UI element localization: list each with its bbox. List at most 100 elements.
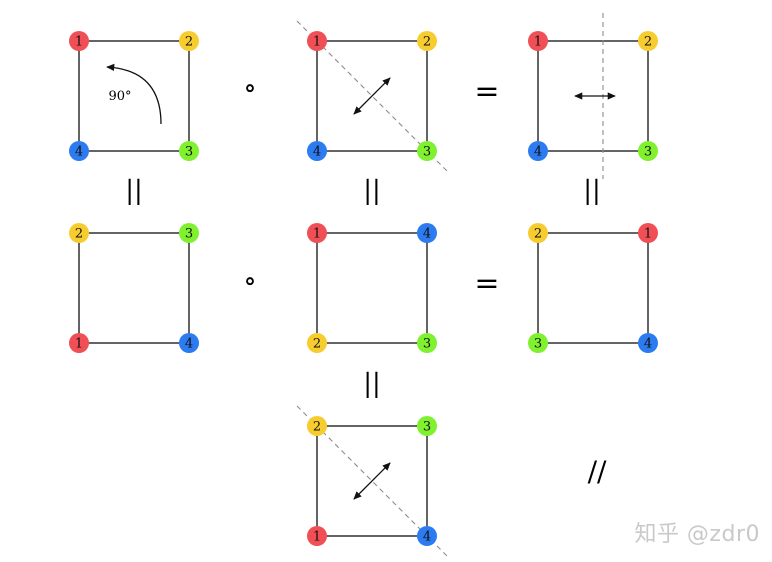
vertex-br: 4 <box>179 333 199 353</box>
vertex-number: 2 <box>644 35 652 50</box>
vertex-dot-green <box>417 141 437 161</box>
vertex-dot-blue <box>179 333 199 353</box>
vertex-tr: 3 <box>179 223 199 243</box>
compose-operator-row2: ∘ <box>243 264 257 297</box>
vertex-tl: 1 <box>307 223 327 243</box>
vertex-dot-blue <box>638 333 658 353</box>
vertex-number: 3 <box>423 337 431 352</box>
vertex-number: 2 <box>75 227 83 242</box>
vertex-tr: 2 <box>179 31 199 51</box>
vertex-bl: 1 <box>307 526 327 546</box>
sq-1: 90° 1 2 4 3 <box>69 31 199 161</box>
vertex-dot-yellow <box>528 223 548 243</box>
vertex-dot-red <box>307 526 327 546</box>
vertex-dot-yellow <box>417 31 437 51</box>
vertex-dot-blue <box>69 141 89 161</box>
vertex-dot-yellow <box>307 333 327 353</box>
vertex-bl: 4 <box>307 141 327 161</box>
vertex-number: 3 <box>185 227 193 242</box>
vertex-number: 1 <box>313 35 321 50</box>
rotation-angle-label: 90° <box>108 89 131 104</box>
vertex-tl: 2 <box>69 223 89 243</box>
compose-operator-row1: ∘ <box>243 71 257 104</box>
vertex-bl: 4 <box>69 141 89 161</box>
watermark-text: 知乎 @zdr0 <box>634 522 760 547</box>
vertex-tr: 2 <box>638 31 658 51</box>
vertex-dot-blue <box>528 141 548 161</box>
vertex-tl: 2 <box>307 416 327 436</box>
vertex-br: 3 <box>417 333 437 353</box>
vertex-dot-yellow <box>307 416 327 436</box>
square-edges <box>78 232 190 344</box>
vertical-equals-col2-lower: || <box>363 369 381 399</box>
vertex-number: 2 <box>423 35 431 50</box>
vertex-number: 2 <box>313 337 321 352</box>
vertex-br: 3 <box>417 141 437 161</box>
vertex-number: 2 <box>313 420 321 435</box>
vertex-tr: 1 <box>638 223 658 243</box>
vertex-dot-green <box>179 223 199 243</box>
square-edges <box>78 40 190 152</box>
vertex-dot-blue <box>417 526 437 546</box>
vertex-dot-green <box>638 141 658 161</box>
square-edges <box>537 232 649 344</box>
sq-7: 2 3 1 4 <box>296 405 448 557</box>
vertex-number: 2 <box>185 35 193 50</box>
square-edges <box>316 232 428 344</box>
vertex-tl: 2 <box>528 223 548 243</box>
vertex-number: 1 <box>534 35 542 50</box>
vertex-br: 4 <box>417 526 437 546</box>
vertex-number: 4 <box>185 337 193 352</box>
vertical-equals-col2: || <box>363 176 381 206</box>
vertex-number: 1 <box>313 530 321 545</box>
vertex-dot-green <box>417 416 437 436</box>
vertex-number: 3 <box>185 145 193 160</box>
vertex-bl: 1 <box>69 333 89 353</box>
vertex-tl: 1 <box>69 31 89 51</box>
vertex-dot-red <box>69 31 89 51</box>
vertex-number: 1 <box>644 227 652 242</box>
sq-4: 2 3 1 4 <box>69 223 199 353</box>
vertex-br: 3 <box>179 141 199 161</box>
vertex-tr: 4 <box>417 223 437 243</box>
vertex-number: 3 <box>423 420 431 435</box>
vertex-dot-blue <box>417 223 437 243</box>
vertex-number: 4 <box>75 145 83 160</box>
vertex-number: 4 <box>423 530 431 545</box>
rotation-arrow <box>106 63 162 125</box>
vertex-dot-yellow <box>179 31 199 51</box>
vertex-number: 3 <box>534 337 542 352</box>
square-edges <box>316 40 428 152</box>
vertex-dot-red <box>528 31 548 51</box>
vertex-number: 4 <box>534 145 542 160</box>
reflection-arrow <box>353 462 391 500</box>
vertex-tr: 3 <box>417 416 437 436</box>
vertex-br: 4 <box>638 333 658 353</box>
vertex-number: 4 <box>644 337 652 352</box>
not-equal-operator: // <box>588 455 607 488</box>
sq-2: 1 2 4 3 <box>296 20 448 172</box>
vertex-dot-green <box>417 333 437 353</box>
vertex-dot-yellow <box>638 31 658 51</box>
vertex-bl: 2 <box>307 333 327 353</box>
vertex-dot-red <box>307 223 327 243</box>
vertex-number: 3 <box>423 145 431 160</box>
reflection-arrow <box>353 77 391 115</box>
vertex-tr: 2 <box>417 31 437 51</box>
vertex-number: 1 <box>75 35 83 50</box>
square-edges <box>316 425 428 537</box>
equals-operator-row2: = <box>474 266 499 301</box>
vertex-br: 3 <box>638 141 658 161</box>
vertex-number: 4 <box>423 227 431 242</box>
vertex-dot-red <box>69 333 89 353</box>
vertex-number: 3 <box>644 145 652 160</box>
vertex-tl: 1 <box>528 31 548 51</box>
vertex-number: 4 <box>313 145 321 160</box>
vertex-dot-red <box>638 223 658 243</box>
vertex-dot-blue <box>307 141 327 161</box>
vertex-bl: 3 <box>528 333 548 353</box>
vertex-number: 1 <box>313 227 321 242</box>
squares-layer: 90° 1 2 4 3 1 2 4 3 1 2 4 3 2 3 1 4 1 4 2 3 2 1 3 4 2 3 1 4 <box>69 13 658 557</box>
vertex-tl: 1 <box>307 31 327 51</box>
